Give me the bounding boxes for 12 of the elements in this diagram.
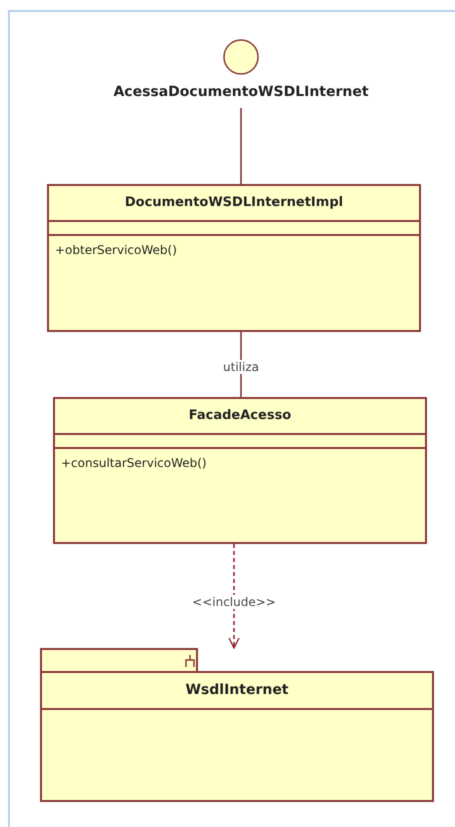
class-box: [47, 184, 421, 332]
dashed-arrow: [228, 544, 240, 649]
method-text: +obterServicoWeb(): [55, 243, 177, 257]
connector-line: [240, 108, 242, 184]
method-text: +consultarServicoWeb(): [61, 456, 207, 470]
class-box: [53, 397, 427, 544]
class-name: FacadeAcesso: [55, 399, 425, 435]
edge-label: <<include>>: [190, 595, 278, 609]
class-name: DocumentoWSDLInternetImpl: [49, 186, 419, 222]
interface-name: AcessaDocumentoWSDLInternet: [112, 84, 370, 100]
edge-label: utiliza: [221, 360, 261, 374]
component-name: WsdlInternet: [184, 682, 290, 698]
